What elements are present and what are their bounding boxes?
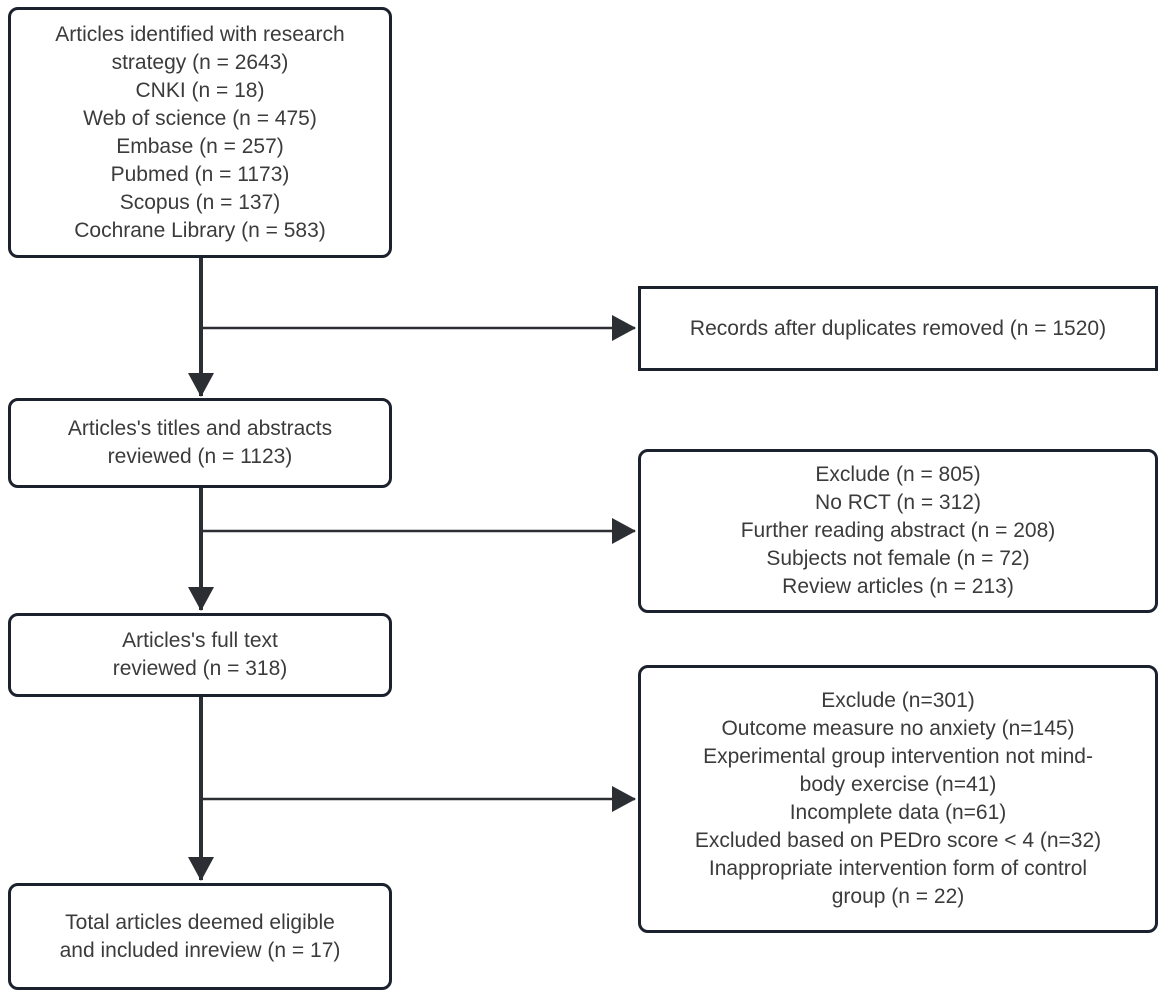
box-text-line: CNKI (n = 18) (135, 78, 265, 102)
box-text-line: Articles's titles and abstracts reviewed… (67, 417, 333, 468)
box-text-line: Exclude (n=301) (821, 689, 975, 712)
box-text-line: Exclude (n = 805) (815, 463, 981, 486)
box-text-line: Scopus (n = 137) (119, 190, 281, 214)
box-excluded-after-abstract-screening: Exclude (n = 805) No RCT (n = 312) Further… (638, 449, 1158, 613)
box-text-line: Articles identified with research strate… (55, 22, 345, 74)
box-text-line: Embase (n = 257) (116, 134, 284, 158)
box-text-line: Outcome measure no anxiety (n=145) (721, 717, 1075, 740)
box-titles-abstracts-reviewed: Articles's titles and abstracts reviewed… (8, 398, 392, 488)
box-text-line: Subjects not female (n = 72) (766, 547, 1030, 570)
box-text-line: Web of science (n = 475) (83, 106, 317, 130)
box-text-line: Excluded based on PEDro score < 4 (n=32) (694, 829, 1102, 852)
box-text-line: Incomplete data (n=61) (789, 801, 1007, 824)
box-text-line: Inappropriate intervention form of contr… (708, 857, 1088, 908)
box-text-line: Further reading abstract (n = 208) (740, 519, 1056, 542)
box-excluded-after-full-text-review: Exclude (n=301) Outcome measure no anxiet… (638, 665, 1158, 933)
box-text-line: Articles's full text reviewed (n = 318) (112, 629, 288, 680)
box-text-line: Pubmed (n = 1173) (110, 162, 290, 186)
box-full-text-reviewed: Articles's full text reviewed (n = 318) (8, 613, 392, 697)
box-articles-included-in-review: Total articles deemed eligible and inclu… (8, 883, 392, 990)
box-text-line: Total articles deemed eligible and inclu… (59, 910, 341, 962)
box-text-line: Records after duplicates removed (n = 15… (689, 316, 1107, 340)
box-text-line: Experimental group intervention not mind… (703, 745, 1093, 796)
box-text-line: Cochrane Library (n = 583) (74, 218, 326, 242)
box-articles-identified: Articles identified with research strate… (8, 7, 392, 258)
box-text-line: Review articles (n = 213) (782, 575, 1014, 598)
box-text-line: No RCT (n = 312) (815, 491, 981, 514)
box-records-after-duplicates-removed: Records after duplicates removed (n = 15… (638, 286, 1158, 371)
